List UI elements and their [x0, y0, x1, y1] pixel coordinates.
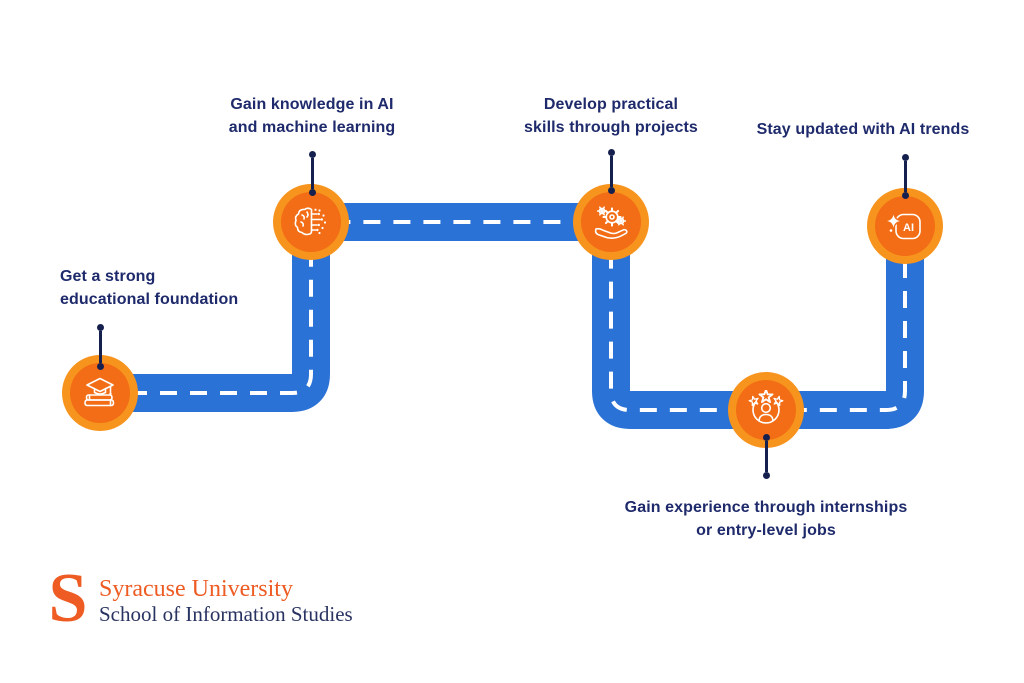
milestone-node-ai-trends: AI	[867, 188, 943, 264]
node-inner-circle	[281, 192, 341, 252]
person-stars-icon	[748, 390, 784, 424]
pin-dot	[607, 149, 615, 156]
step-label-ai-knowledge: Gain knowledge in AI and machine learnin…	[162, 93, 462, 139]
graduation-cap-books-icon	[84, 377, 115, 407]
svg-text:AI: AI	[903, 222, 914, 234]
step-label-experience: Gain experience through internships or e…	[586, 496, 946, 542]
pin-dot	[96, 363, 104, 370]
syracuse-logo-lockup: S Syracuse University School of Informat…	[48, 560, 353, 637]
pin-line	[98, 331, 102, 363]
org-unit: School of Information Studies	[99, 602, 353, 626]
pin-line	[903, 161, 907, 192]
pin-dot	[901, 154, 909, 161]
syracuse-s-icon: S	[48, 560, 88, 637]
node-inner-circle	[581, 192, 641, 252]
step-label-line: skills through projects	[524, 119, 698, 136]
pin-connector	[96, 324, 104, 370]
step-label-line: Stay updated with AI trends	[756, 121, 970, 138]
brain-circuit-icon	[294, 207, 327, 236]
step-label-line: Gain knowledge in AI	[230, 96, 394, 113]
pin-dot	[762, 434, 770, 441]
node-inner-circle: AI	[875, 196, 935, 256]
logo-text: Syracuse University School of Informatio…	[99, 574, 353, 627]
pin-line	[764, 441, 768, 472]
step-label-line: educational foundation	[60, 291, 239, 308]
milestone-node-ai-knowledge	[273, 184, 349, 260]
step-label-line: and machine learning	[228, 119, 396, 136]
ai-badge-sparkle-icon: AI	[885, 211, 921, 240]
step-label-practical-skills: Develop practical skills through project…	[461, 93, 761, 139]
step-label-ai-trends: Stay updated with AI trends	[713, 118, 1013, 141]
node-inner-circle	[736, 380, 796, 440]
pin-dot	[607, 187, 615, 194]
pin-dot	[96, 324, 104, 331]
pin-dot	[308, 151, 316, 158]
step-label-education: Get a strong educational foundation	[60, 265, 238, 311]
pin-connector	[762, 434, 770, 479]
pin-line	[609, 156, 613, 187]
pin-dot	[901, 192, 909, 199]
step-label-line: Gain experience through internships	[624, 499, 908, 516]
milestone-node-practical-skills	[573, 184, 649, 260]
pin-dot	[308, 189, 316, 196]
pin-line	[310, 158, 314, 189]
step-label-line: Develop practical	[543, 96, 679, 113]
step-label-line: or entry-level jobs	[696, 522, 836, 539]
step-label-line: Get a strong	[60, 268, 156, 285]
org-name: Syracuse University	[99, 576, 293, 602]
pin-connector	[607, 149, 615, 194]
hand-gears-icon	[594, 206, 628, 239]
pin-dot	[762, 472, 770, 479]
pin-connector	[308, 151, 316, 196]
pin-connector	[901, 154, 909, 199]
node-inner-circle	[70, 363, 130, 423]
